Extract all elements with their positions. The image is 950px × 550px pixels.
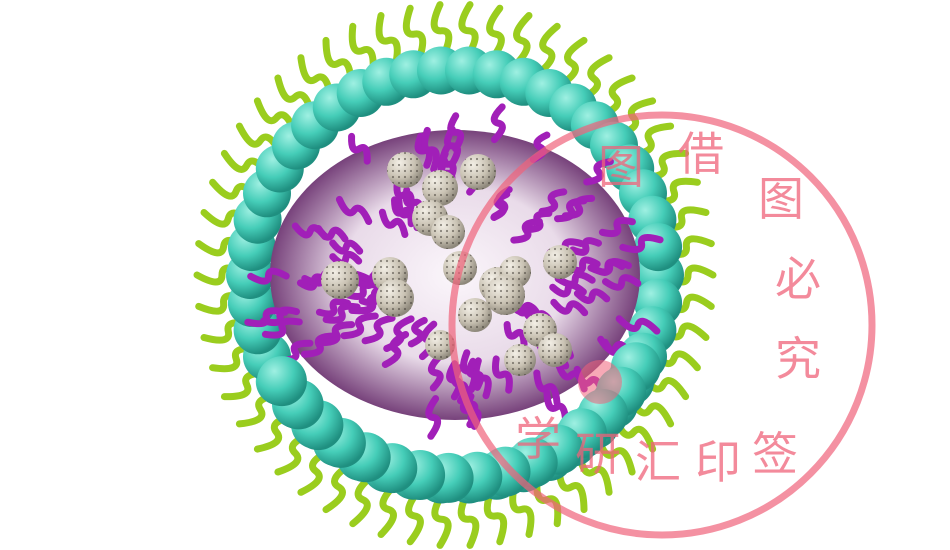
front-head-sphere [256,356,307,407]
stamp-char-0: 图 [598,140,644,194]
outer-tail [483,486,508,546]
inner-tail [490,103,506,144]
outer-tail [533,22,561,78]
inner-tail [329,239,364,255]
outer-tail [349,472,377,528]
inner-tail [381,331,410,368]
outer-tail [430,1,453,61]
inner-tail [407,316,428,348]
inner-tail [569,237,602,256]
outer-tail [457,489,480,549]
cargo-sphere-pores [460,154,496,190]
inner-tail [361,314,396,345]
stamp-blot [578,360,622,404]
inner-tail [564,256,601,275]
inner-tail [549,281,587,298]
outer-tail [431,489,452,549]
stamp-char-7: 汇 [635,435,681,489]
watermark-stamp: 图 借 图 必 究 学 研 汇 印 签 [448,111,876,539]
inner-tail [503,321,528,348]
inner-tail [447,112,465,153]
inner-tail [244,307,289,328]
outer-tail [402,4,427,64]
outer-tail [375,12,401,70]
inner-tail [317,321,356,347]
outer-tail [348,22,377,78]
cargo-sphere-pores [425,330,455,360]
stamp-char-1: 借 [678,127,724,181]
cargo-sphere-pores [485,275,525,315]
inner-tail [322,302,361,324]
outer-tail [322,460,355,514]
inner-tail [554,271,596,288]
cargo-sphere-pores [538,333,572,367]
outer-tail [377,480,399,538]
cargo-sphere-pores [504,344,536,376]
inner-tail [590,258,626,277]
cargo-sphere-pores [387,152,423,188]
stamp-char-9: 签 [752,427,798,481]
outer-tail [511,12,533,70]
inner-tail [583,158,614,186]
inner-tail [348,132,371,165]
inner-tail [510,218,543,244]
inner-tail [443,125,462,167]
inner-tail [315,297,352,318]
inner-tail [573,288,611,304]
inner-tail [427,354,444,392]
cargo-sphere-pores [321,261,359,299]
inner-tail [340,312,379,340]
inner-tail [615,315,661,335]
stamp-char-5: 学 [515,412,561,466]
cargo-spheres [321,152,577,376]
cargo-sphere-pores [458,298,492,332]
inner-tail [491,355,513,394]
stamp-char-3: 必 [775,252,821,306]
inner-tail [543,389,570,426]
inner-tail [391,196,415,228]
inner-tail [291,222,329,241]
outer-tail [405,486,424,546]
stamp-char-8: 印 [695,435,741,489]
stamp-char-4: 究 [775,332,821,386]
inner-tail [619,233,664,254]
inner-tail [561,194,596,220]
outer-tail [486,4,505,64]
stamp-char-2: 图 [758,172,804,226]
inner-tail [538,188,568,215]
outer-tail [555,36,588,90]
outer-tail [458,1,479,61]
outer-tail [509,480,535,538]
inner-tail [598,217,636,238]
cargo-sphere-pores [376,279,414,317]
inner-tail [261,317,303,339]
inner-tail [421,126,440,173]
cargo-sphere-pores [543,245,577,279]
inner-tail [602,274,642,291]
cargo-sphere-pores [431,215,465,249]
inner-tail [378,208,409,238]
outer-tail [253,97,300,139]
inner-tail [550,298,589,317]
inner-tail [533,369,561,406]
cargo-sphere-pores [422,170,458,206]
inner-tail [247,267,290,285]
inner-tail [335,195,373,225]
front-lipid-heads [256,342,661,503]
stamp-ring [448,111,876,539]
inner-tail [425,395,442,440]
inner-tail [466,357,485,391]
stamp-char-6: 研 [575,427,621,481]
inner-tail [439,143,457,185]
